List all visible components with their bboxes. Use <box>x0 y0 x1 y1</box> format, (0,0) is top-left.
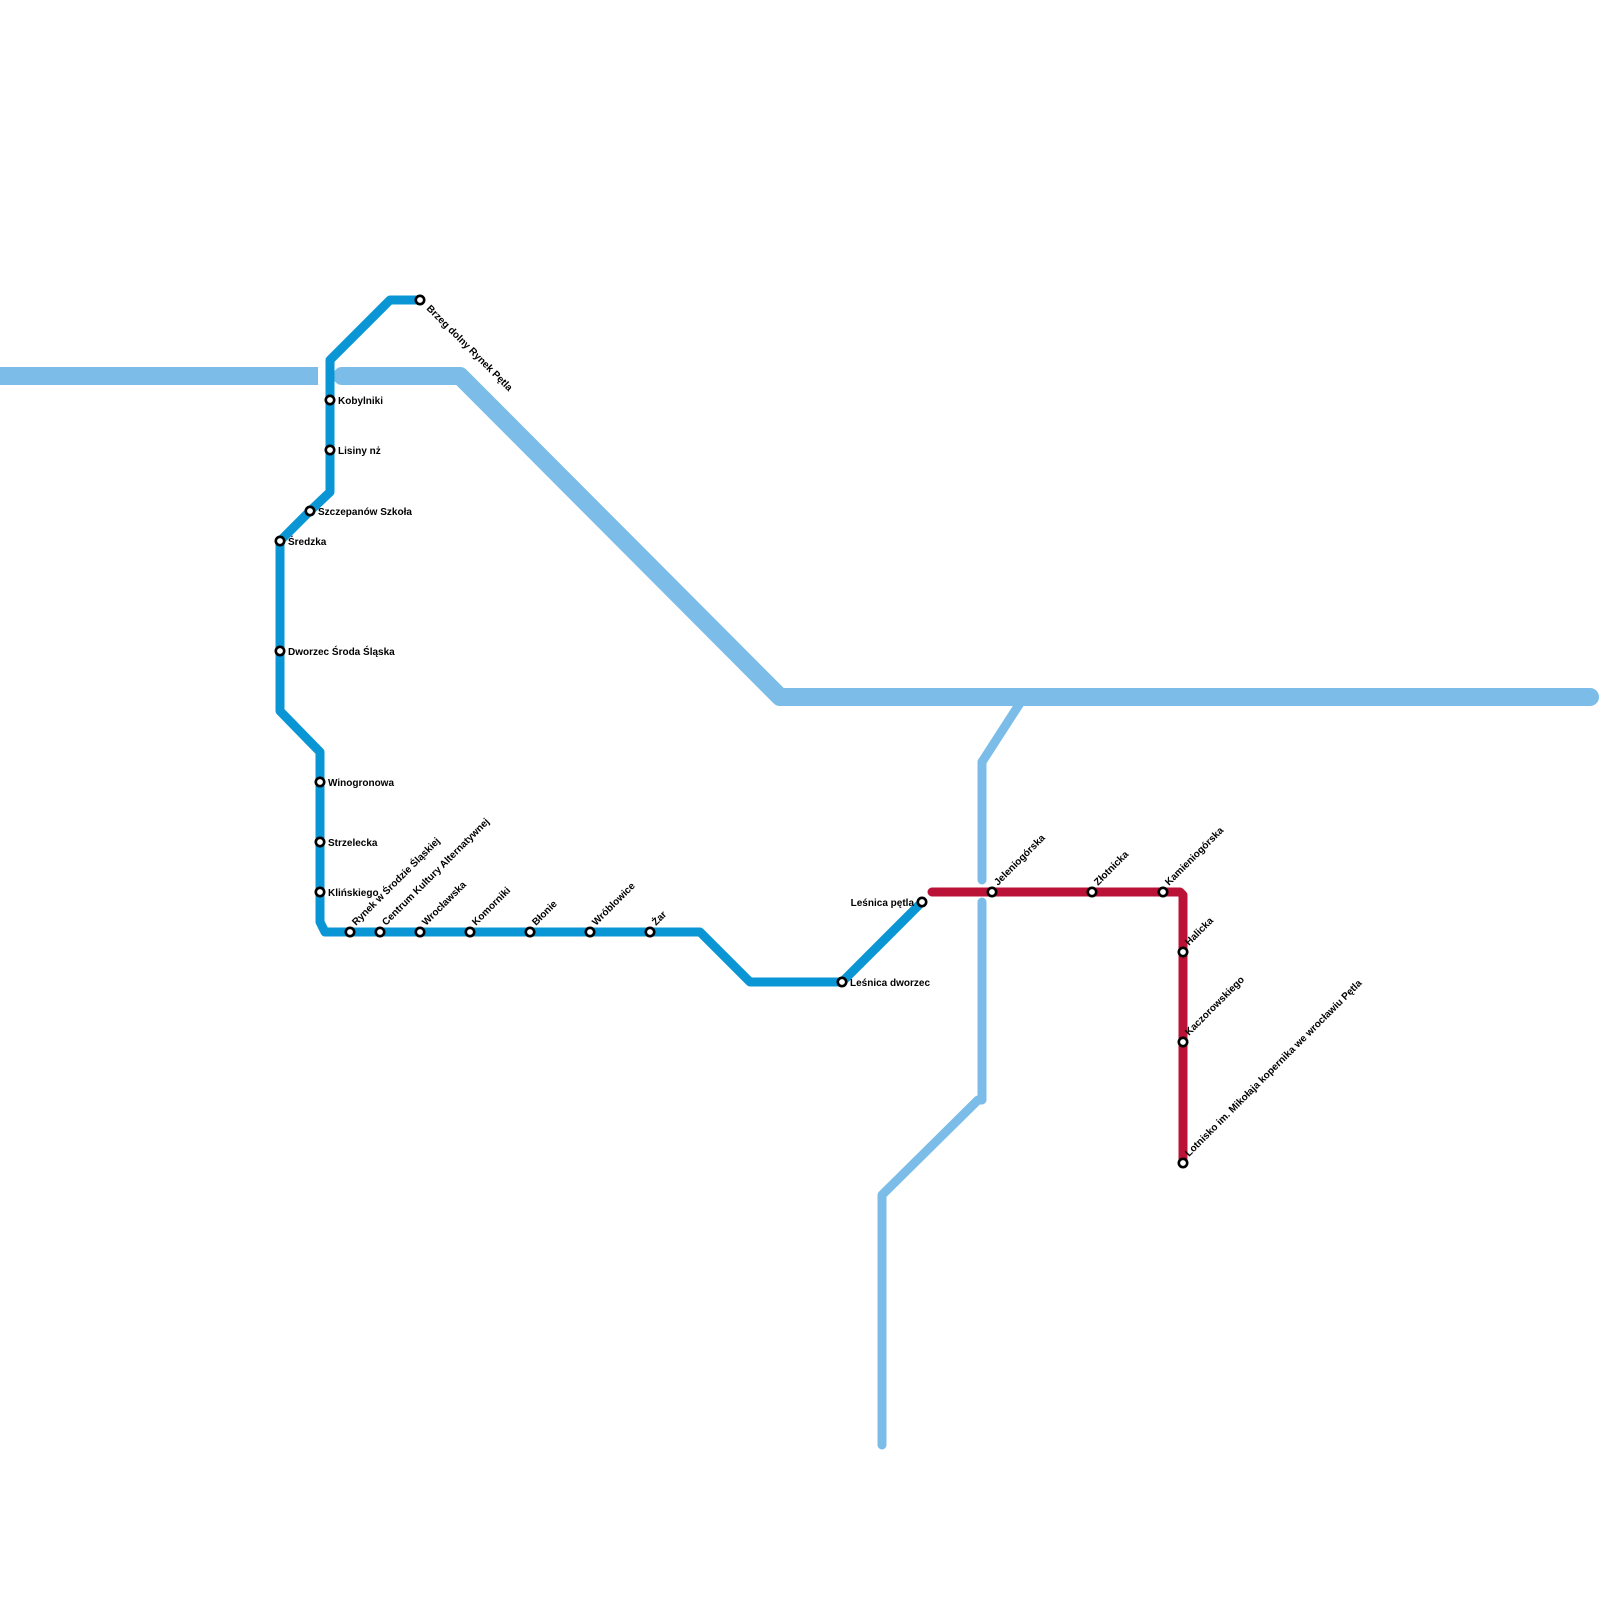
station-label: Leśnica dworzec <box>850 978 930 989</box>
station-label: Lisiny nż <box>338 446 381 457</box>
station-marker[interactable] <box>414 294 426 306</box>
station-marker[interactable] <box>374 926 386 938</box>
station-marker[interactable] <box>324 394 336 406</box>
station-marker[interactable] <box>1157 886 1169 898</box>
station-label: Błonie <box>530 898 560 928</box>
station-label: Komorniki <box>470 885 513 928</box>
station-label: Kobylniki <box>338 396 383 407</box>
line-light-blue-branch-north[interactable] <box>977 692 1030 885</box>
station-label: Kaczorowskiego <box>1183 975 1247 1039</box>
station-marker[interactable] <box>314 886 326 898</box>
line-light-blue-branch-south[interactable] <box>877 897 987 1450</box>
station-lisiny[interactable]: Lisiny nż <box>324 444 381 457</box>
station-label: Strzelecka <box>328 838 378 849</box>
station-label: Leśnica pętla <box>851 898 915 909</box>
station-marker[interactable] <box>274 645 286 657</box>
station-label: Halicka <box>1183 915 1216 948</box>
station-label: Klińskiego <box>328 888 379 899</box>
station-marker[interactable] <box>274 535 286 547</box>
station-label: Szczepanów Szkoła <box>318 507 412 518</box>
station-marker[interactable] <box>1177 1036 1189 1048</box>
station-label: Wróblowice <box>590 880 638 928</box>
station-lesnica-petla[interactable]: Leśnica pętla <box>851 896 928 909</box>
station-marker[interactable] <box>986 886 998 898</box>
station-marker[interactable] <box>324 444 336 456</box>
line-blue[interactable] <box>275 295 927 987</box>
station-jeleniogorska[interactable]: Jeleniogórska <box>986 832 1048 898</box>
station-marker[interactable] <box>916 896 928 908</box>
station-strzelecka[interactable]: Strzelecka <box>314 836 378 849</box>
station-marker[interactable] <box>584 926 596 938</box>
station-marker[interactable] <box>524 926 536 938</box>
station-label: Jeleniogórska <box>992 832 1048 888</box>
station-marker[interactable] <box>314 836 326 848</box>
station-label: Kamieniogórska <box>1163 825 1226 888</box>
station-marker[interactable] <box>344 926 356 938</box>
station-label: Średzka <box>288 535 327 548</box>
line-red[interactable] <box>927 887 1188 1168</box>
station-kobylniki[interactable]: Kobylniki <box>324 394 383 407</box>
line-light-blue-main-east[interactable] <box>333 367 1599 706</box>
station-marker[interactable] <box>1086 886 1098 898</box>
station-marker[interactable] <box>1177 1157 1189 1169</box>
station-marker[interactable] <box>836 976 848 988</box>
station-marker[interactable] <box>414 926 426 938</box>
station-szczepanow[interactable]: Szczepanów Szkoła <box>304 505 413 518</box>
station-kamieniogorska[interactable]: Kamieniogórska <box>1157 825 1227 898</box>
station-marker[interactable] <box>644 926 656 938</box>
station-klinskiego[interactable]: Klińskiego <box>314 886 379 899</box>
station-kaczorowskiego[interactable]: Kaczorowskiego <box>1177 975 1247 1048</box>
station-label: Żar <box>649 908 669 928</box>
station-label: Złotnicka <box>1092 849 1131 888</box>
station-sredzka[interactable]: Średzka <box>274 535 327 548</box>
station-marker[interactable] <box>304 505 316 517</box>
station-marker[interactable] <box>464 926 476 938</box>
station-label: Dworzec Środa Śląska <box>288 645 395 658</box>
station-label: Winogronowa <box>328 778 394 789</box>
station-marker[interactable] <box>314 776 326 788</box>
station-marker[interactable] <box>1177 946 1189 958</box>
station-lesnica-dworzec[interactable]: Leśnica dworzec <box>836 976 931 989</box>
station-dworzec-sroda[interactable]: Dworzec Środa Śląska <box>274 645 395 658</box>
station-winogronowa[interactable]: Winogronowa <box>314 776 395 789</box>
